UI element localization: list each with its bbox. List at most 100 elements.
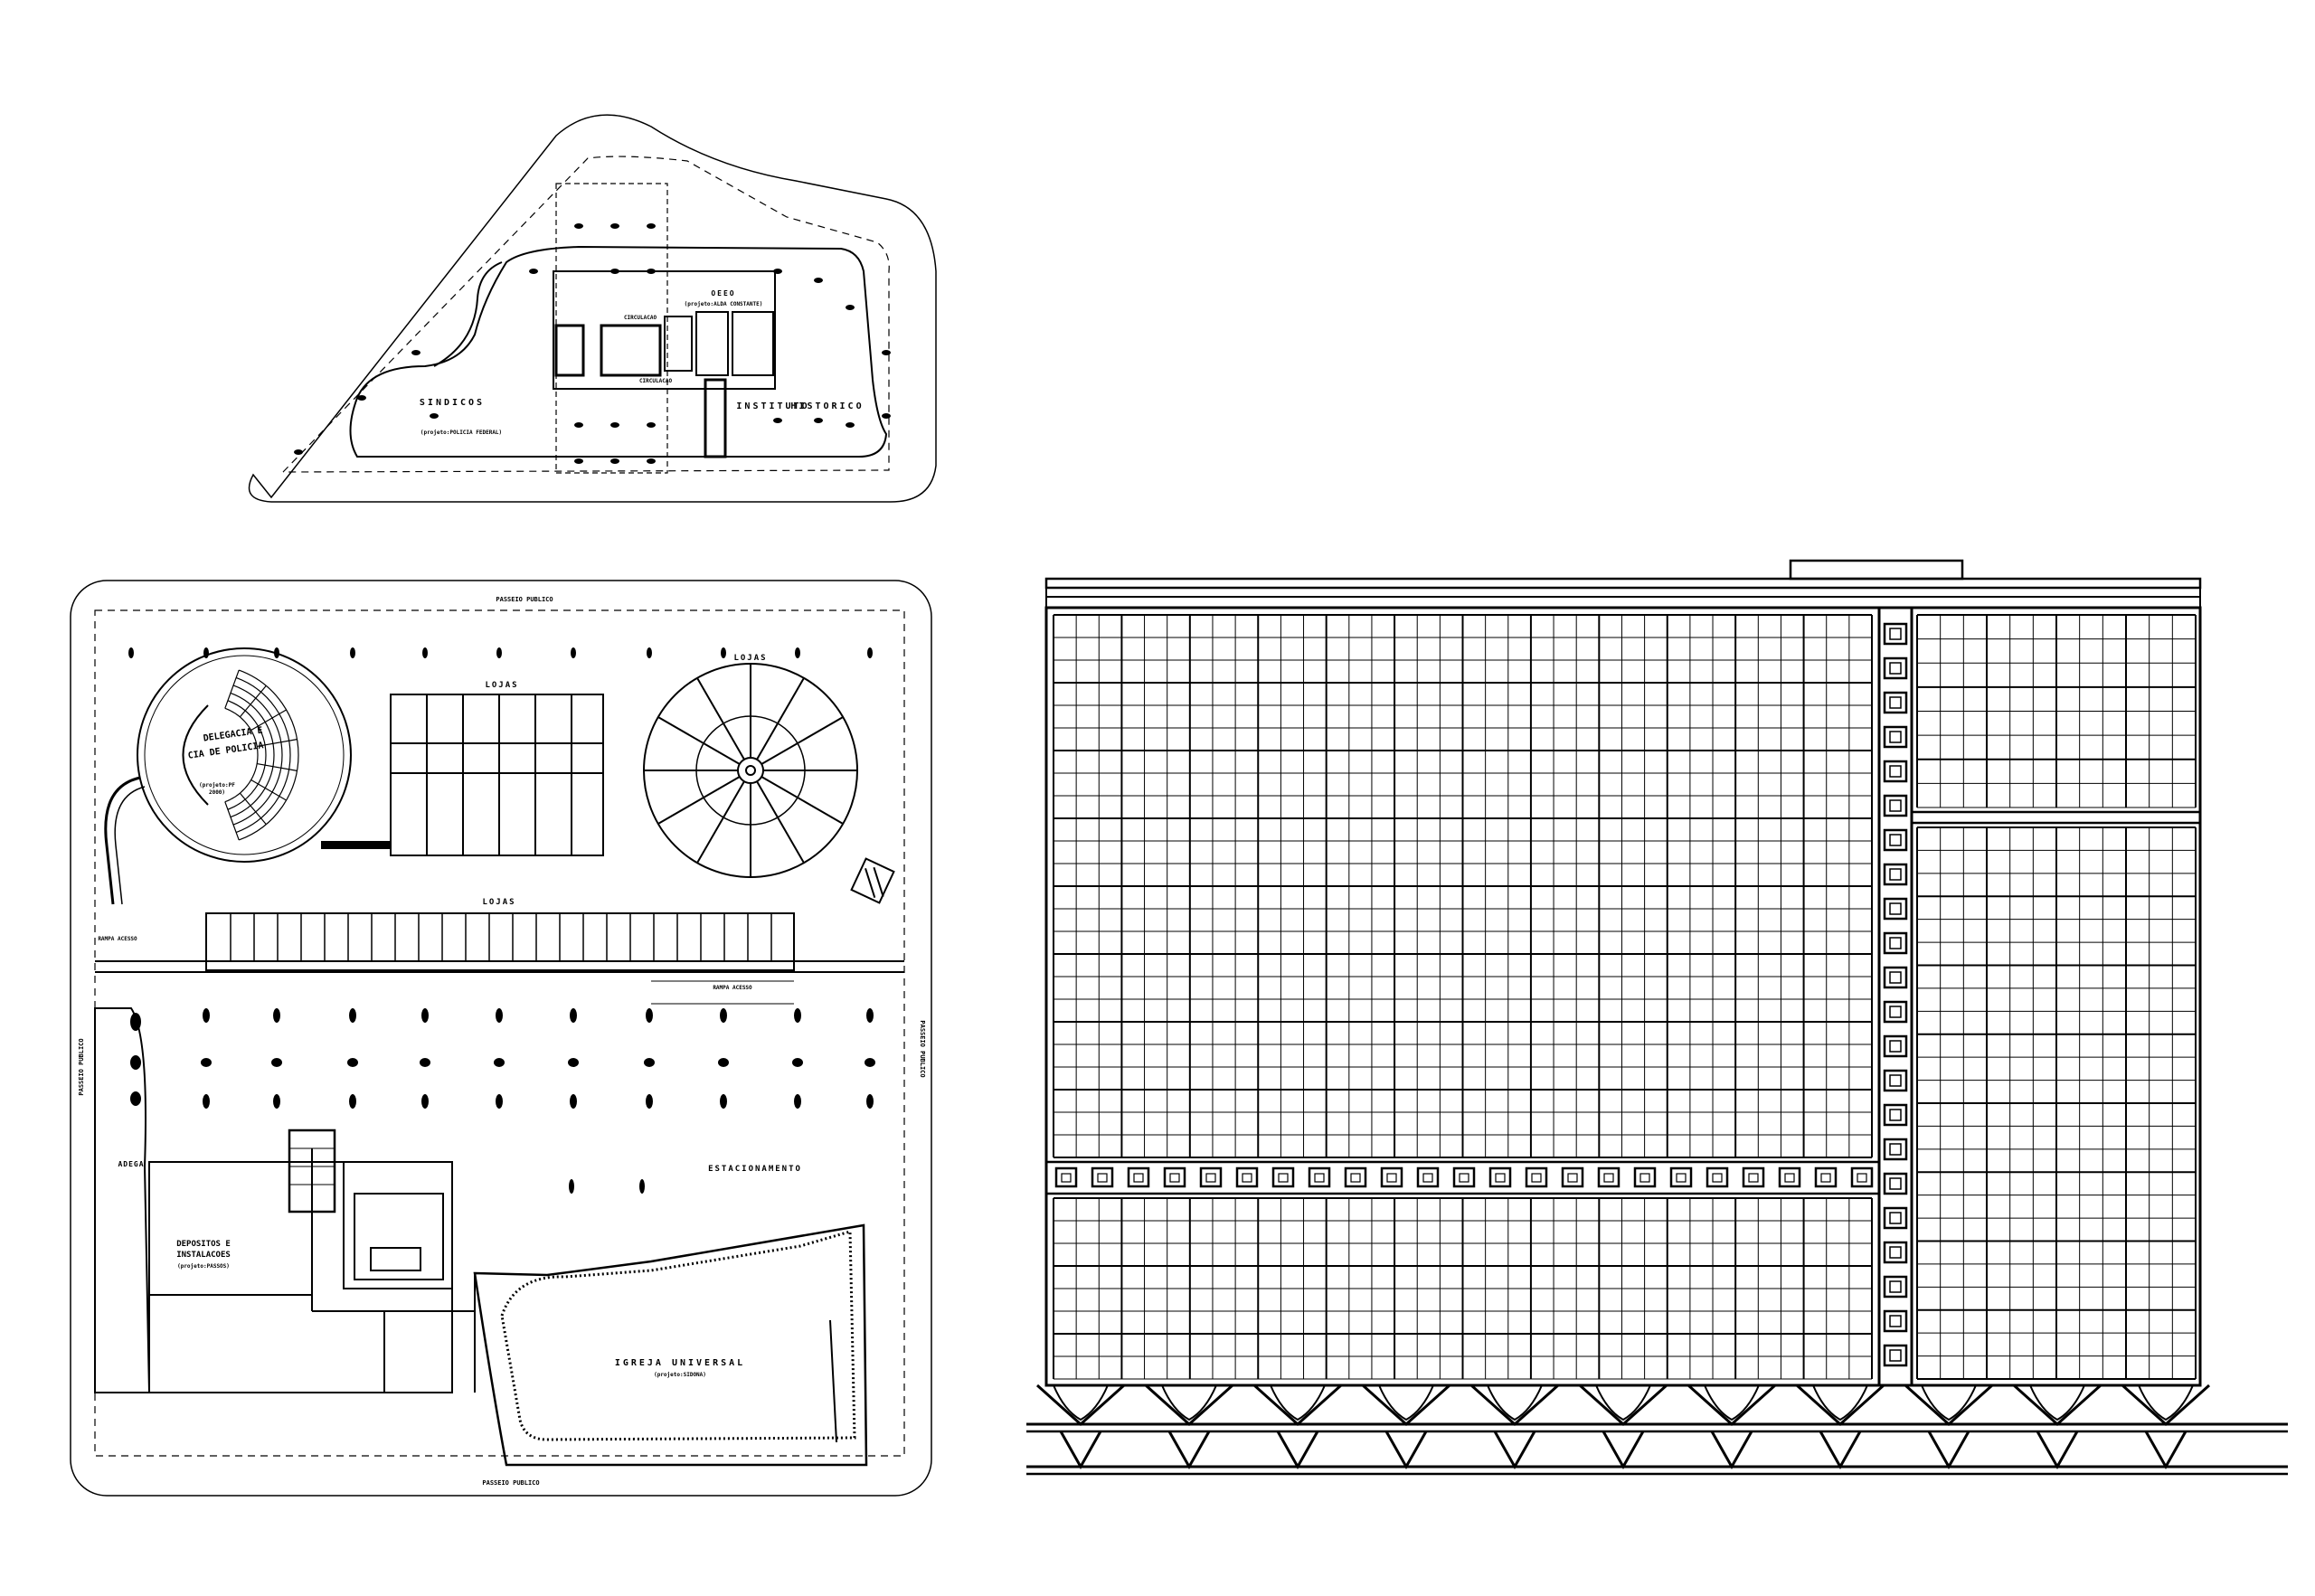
mid-band-window bbox=[1742, 1166, 1765, 1188]
mid-band-window-inner bbox=[1712, 1173, 1723, 1183]
radial-spoke bbox=[657, 776, 741, 825]
pillar bbox=[846, 305, 855, 310]
pillar bbox=[574, 422, 583, 428]
pillar bbox=[794, 1094, 801, 1109]
piloti-arc bbox=[1704, 1384, 1760, 1421]
piloti-foot bbox=[2144, 1431, 2187, 1470]
piloti-arc bbox=[1378, 1384, 1434, 1421]
lower-pillars bbox=[128, 647, 875, 1194]
pillar bbox=[571, 647, 576, 658]
pillar bbox=[720, 1008, 727, 1023]
mid-band-window bbox=[1199, 1166, 1223, 1188]
igreja-inner-wall bbox=[500, 1230, 856, 1441]
pillar bbox=[130, 1055, 141, 1070]
piloti-arc bbox=[1595, 1384, 1651, 1421]
tower-window-inner bbox=[1889, 1006, 1902, 1018]
pillar bbox=[610, 458, 619, 464]
facade-window-grid bbox=[1053, 614, 2197, 1380]
tower-window-inner bbox=[1889, 868, 1902, 881]
pillar bbox=[271, 1058, 282, 1067]
tower-window-inner bbox=[1889, 1040, 1902, 1053]
tower-window bbox=[1883, 1241, 1908, 1264]
upper-circulacao-top: CIRCULACAO bbox=[624, 315, 657, 321]
core-elevators bbox=[600, 324, 662, 377]
piloti-v bbox=[1035, 1384, 1126, 1427]
pillar bbox=[846, 422, 855, 428]
upper-historico-label: HISTORICO bbox=[790, 401, 864, 411]
pillar bbox=[867, 647, 873, 658]
pillar bbox=[496, 1008, 503, 1023]
mid-band bbox=[1044, 1160, 1881, 1195]
pillar bbox=[647, 458, 656, 464]
pillar bbox=[411, 350, 420, 355]
mid-band-window-inner bbox=[1784, 1173, 1795, 1183]
tower-window-inner bbox=[1889, 662, 1902, 675]
pillar bbox=[610, 422, 619, 428]
tower-window bbox=[1883, 931, 1908, 955]
pillar bbox=[274, 647, 279, 658]
pillar bbox=[814, 418, 823, 423]
pillar bbox=[814, 278, 823, 283]
mid-band-window bbox=[1597, 1166, 1620, 1188]
radial-spoke bbox=[761, 776, 844, 825]
pillar bbox=[647, 647, 652, 658]
tower-window bbox=[1883, 760, 1908, 783]
pillar bbox=[430, 413, 439, 419]
seating-aisle bbox=[250, 709, 287, 732]
upper-oeeo-sub: (projeto:ALDA CONSTANTE) bbox=[685, 301, 763, 307]
mid-band-window bbox=[1452, 1166, 1476, 1188]
mid-band-window bbox=[1561, 1166, 1584, 1188]
tower-window bbox=[1883, 1000, 1908, 1024]
piloti-arc bbox=[1161, 1384, 1217, 1421]
pillar bbox=[570, 1008, 577, 1023]
piloti-foot bbox=[1276, 1431, 1319, 1470]
tower-window bbox=[1883, 1069, 1908, 1092]
mid-band-window-inner bbox=[1422, 1173, 1433, 1183]
lojas-strip-outer bbox=[205, 912, 795, 971]
pillar bbox=[203, 1094, 210, 1109]
connector-bar bbox=[321, 841, 392, 849]
tower-window bbox=[1883, 1275, 1908, 1299]
depositos-core-inner bbox=[354, 1193, 444, 1280]
pillar bbox=[128, 647, 134, 658]
mid-band-window-inner bbox=[1495, 1173, 1506, 1183]
tower-window bbox=[1883, 966, 1908, 989]
delegacia-outer-circle bbox=[137, 647, 352, 863]
pillar bbox=[610, 223, 619, 229]
lojas-grid-label: LOJAS bbox=[485, 681, 518, 690]
pillar bbox=[574, 458, 583, 464]
igreja-label: IGREJA UNIVERSAL bbox=[615, 1358, 745, 1368]
delegacia-inner-circle bbox=[144, 655, 345, 855]
tower-window bbox=[1883, 1344, 1908, 1367]
depositos-label-1: DEPOSITOS E bbox=[176, 1240, 231, 1249]
tower-column-windows bbox=[1883, 622, 1908, 1367]
seating-aisle bbox=[239, 685, 267, 718]
core-room-b bbox=[695, 311, 729, 376]
piloti-foot bbox=[1167, 1431, 1211, 1470]
piloti-foot bbox=[1059, 1431, 1102, 1470]
mid-band-window-inner bbox=[1350, 1173, 1361, 1183]
piloti-foot bbox=[1710, 1431, 1753, 1470]
stair-right-block bbox=[850, 857, 895, 904]
facade-outer bbox=[1044, 606, 2202, 1387]
piloti-v bbox=[1144, 1384, 1234, 1427]
depositos-stair bbox=[288, 1129, 336, 1214]
depositos-core bbox=[343, 1161, 453, 1289]
tower-window bbox=[1883, 863, 1908, 886]
core-room-a bbox=[664, 316, 693, 372]
piloti-arc bbox=[2138, 1384, 2194, 1421]
mid-band-window-inner bbox=[1169, 1173, 1180, 1183]
tower-window bbox=[1883, 794, 1908, 817]
pillar bbox=[203, 1008, 210, 1023]
mid-band-windows bbox=[1054, 1166, 1874, 1188]
upper-pillars bbox=[294, 223, 891, 464]
tower-window bbox=[1883, 897, 1908, 921]
lower-site-plan: PASSEIO PUBLICO PASSEIO PUBLICO PASSEIO … bbox=[70, 580, 932, 1497]
upper-boundary-dashed bbox=[282, 156, 890, 473]
mid-band-window-inner bbox=[1278, 1173, 1289, 1183]
piloti-v bbox=[1904, 1384, 1994, 1427]
pillar bbox=[273, 1094, 280, 1109]
seating-aisle bbox=[224, 669, 240, 709]
pillar bbox=[794, 1008, 801, 1023]
stair-right-step-1 bbox=[865, 868, 876, 899]
